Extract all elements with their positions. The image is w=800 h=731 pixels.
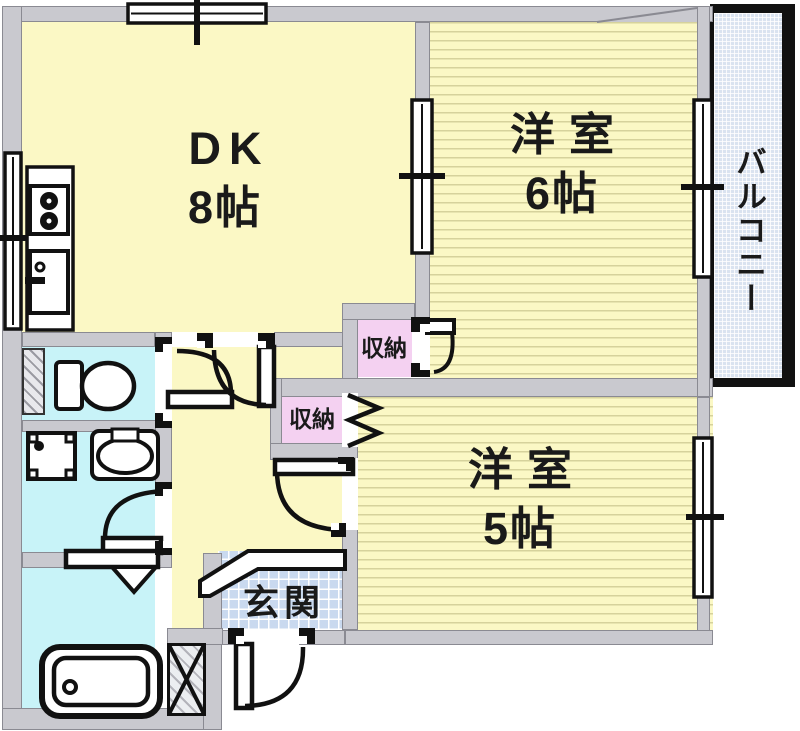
duct-box [22, 348, 45, 415]
room-western-5 [358, 397, 713, 630]
opening-dk-door [213, 332, 258, 347]
opening-toilet-door [155, 352, 172, 413]
opening-room5-door [342, 458, 358, 530]
opening-storage-lower [342, 393, 358, 447]
label-dk: DK 8帖 [125, 126, 325, 230]
opening-front-door [244, 630, 299, 645]
wall-dk-south-w [22, 332, 155, 347]
storage-lower-box [282, 396, 342, 444]
wall-dk-jog [342, 303, 415, 320]
bathroom [22, 568, 155, 713]
label-western-6: 洋室 6帖 [462, 112, 662, 216]
washroom [22, 432, 155, 553]
opening-wash-door [155, 496, 172, 541]
western6-size: 6帖 [524, 168, 600, 219]
western5-size: 5帖 [482, 503, 558, 554]
wall-dk-6-divider [415, 22, 430, 318]
label-storage-upper: 収納 [361, 335, 407, 361]
wall-mid-band [270, 378, 713, 397]
label-balcony: バルコニー [731, 146, 766, 316]
opening-dk-gap [172, 332, 197, 347]
opening-storage-upper [412, 320, 430, 377]
dk-size: 8帖 [187, 182, 263, 233]
wall-east-upper [697, 6, 710, 397]
storage-upper-box [356, 320, 412, 377]
room-western-6 [430, 22, 713, 380]
wall-wash-bath [22, 552, 67, 568]
room-dk [22, 22, 415, 332]
wall-top [2, 6, 713, 22]
wall-east-lower [697, 397, 710, 645]
wall-toilet-wash [22, 420, 172, 432]
balcony-area [710, 4, 795, 387]
label-storage-lower: 収納 [289, 406, 335, 432]
western5-name: 洋室 [467, 444, 586, 495]
label-western-5: 洋室 5帖 [420, 447, 620, 551]
dk-name: DK [188, 123, 270, 174]
wall-left [2, 6, 22, 730]
wall-dk-south-e [274, 332, 345, 347]
wall-5-south [345, 630, 713, 645]
pipe-space-icon [167, 643, 206, 716]
label-entrance: 玄関 [242, 582, 325, 623]
western6-name: 洋室 [509, 109, 628, 160]
